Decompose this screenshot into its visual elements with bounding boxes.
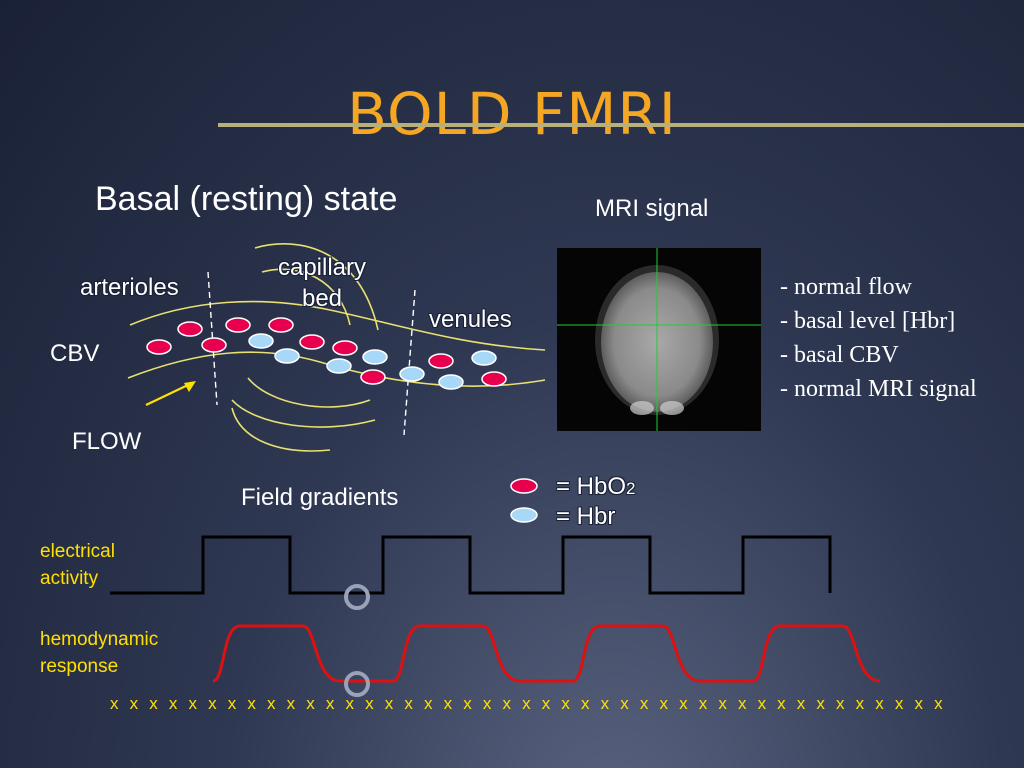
hbo2-cell (201, 337, 227, 353)
label-field-gradients: Field gradients (241, 484, 399, 511)
hbo2-cell (177, 321, 203, 337)
electrical-marker-circle (344, 584, 370, 610)
legend-hbo2-text: = HbO (556, 473, 627, 500)
legend-hbo2-subscript: 2 (626, 479, 636, 498)
hbo2-cell (428, 353, 454, 369)
mri-brain-image (557, 248, 761, 431)
vessel-top-line (129, 300, 546, 351)
label-electrical-activity: electrical activity (40, 538, 115, 592)
hbo2-cell (146, 339, 172, 355)
note-item: - basal CBV (780, 342, 899, 368)
capillary-arc-inner (261, 268, 351, 326)
flow-arrow-icon (145, 381, 196, 406)
capillary-arc-lower-3 (231, 407, 331, 452)
label-arterioles: arterioles (80, 274, 179, 301)
hbo2-cell (299, 334, 325, 350)
legend-hbr-label: = Hbr (556, 503, 616, 530)
legend-hbr-swatch (510, 507, 538, 523)
vessel-bottom-line (127, 351, 546, 387)
label-electrical-line2: activity (40, 568, 99, 589)
label-hemodynamic-response: hemodynamic response (40, 626, 158, 680)
label-venules: venules (429, 306, 512, 333)
hbr-cell (438, 374, 464, 390)
legend-hbo2-label: = HbO2 (556, 473, 636, 501)
hbo2-cell (332, 340, 358, 356)
sampling-x-row: x x x x x x x x x x x x x x x x x x x x … (110, 694, 946, 713)
hemodynamic-response-wave (212, 624, 881, 683)
subtitle: Basal (resting) state (95, 180, 398, 218)
label-capillary-bed: capillary bed (266, 252, 378, 314)
venule-separator (403, 289, 416, 436)
slide-title: BOLD FMRI (347, 80, 677, 148)
hemodynamic-marker-circle (344, 671, 370, 697)
label-electrical-line1: electrical (40, 541, 115, 562)
notes-list: - normal flow - basal level [Hbr] - basa… (780, 270, 977, 406)
hbo2-cells (146, 317, 507, 387)
hbr-cell (399, 366, 425, 382)
capillary-arc-lower-2 (247, 377, 371, 408)
hbo2-cell (360, 369, 386, 385)
electrical-activity-wave (110, 535, 832, 595)
hbr-cell (326, 358, 352, 374)
label-capillary-line2: bed (301, 285, 343, 312)
label-cbv: CBV (50, 340, 100, 367)
note-item: - normal flow (780, 274, 912, 300)
vessel-outlines (127, 243, 546, 452)
note-item: - normal MRI signal (780, 376, 977, 402)
hbr-cell (274, 348, 300, 364)
hbo2-cell (481, 371, 507, 387)
label-hemo-line2: response (40, 656, 119, 677)
capillary-arc-outer (254, 243, 379, 331)
mri-brain-svg (557, 248, 761, 431)
title-underline (218, 123, 1024, 127)
hbo2-cell (225, 317, 251, 333)
mri-signal-label: MRI signal (595, 195, 709, 222)
capillary-arc-lower-1 (231, 399, 376, 428)
hbr-cell (248, 333, 274, 349)
label-capillary-line1: capillary (277, 254, 367, 281)
label-flow: FLOW (72, 428, 142, 455)
hbo2-cell (268, 317, 294, 333)
hbr-cell (471, 350, 497, 366)
note-item: - basal level [Hbr] (780, 308, 956, 334)
hbr-cell (362, 349, 388, 365)
arteriole-separator (207, 271, 218, 406)
hbr-cells (248, 333, 497, 390)
label-hemo-line1: hemodynamic (40, 629, 159, 650)
legend-hbo2-swatch (510, 478, 538, 494)
